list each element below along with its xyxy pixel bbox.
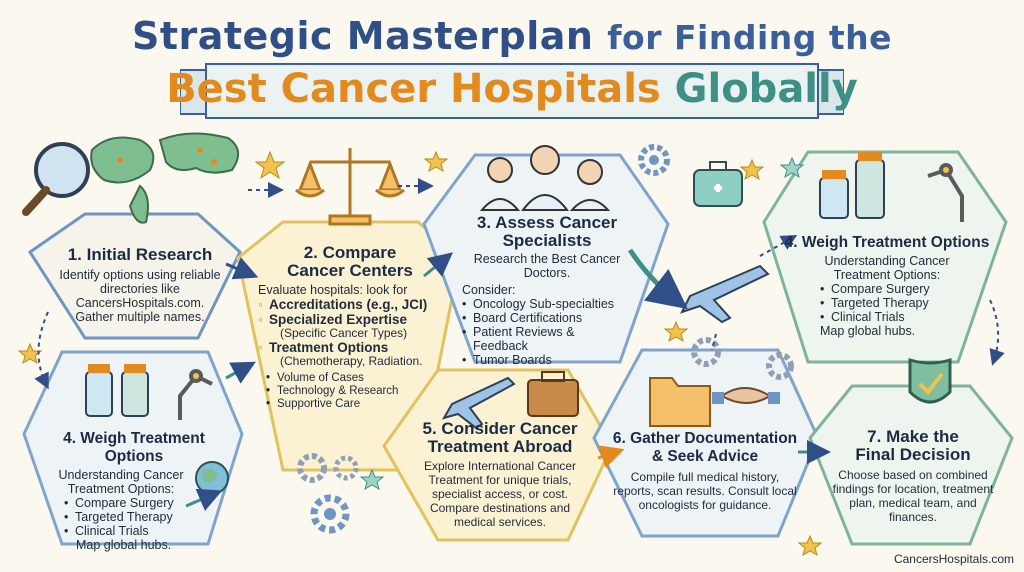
medical-kit-icon [693,161,743,207]
step-3-heading-1: 3. Assess Cancer [476,213,618,232]
gear-icon [638,144,670,176]
step-7-body: Choose based on combined findings for lo… [832,468,994,524]
shield-check-icon [908,357,952,404]
step-4-top-card: 4. Weigh Treatment Options Understanding… [784,234,990,338]
star-icon [17,150,823,557]
step-2-item-sub: (Chemotherapy, Radiation. [280,354,423,368]
step-2-item: Treatment Options (Chemotherapy, Radiati… [258,340,442,368]
footer-site-name: CancersHospitals.com [893,552,1014,566]
step-3-item: Tumor Boards [462,353,632,367]
step-6-heading-1: 6. Gather Documentation [612,430,798,447]
step-3-item: Board Certifications [462,311,632,325]
step-5-body: Explore International Cancer Treatment f… [423,459,577,529]
step-7-heading-1: 7. Make the [867,427,959,446]
step-2-minor-item: Volume of Cases [266,372,442,385]
step-4-bottom-item: Compare Surgery [64,496,232,510]
step-4-bottom-intro: Understanding Cancer Treatment Options: [58,468,184,496]
step-3-item: Patient Reviews & Feedback [462,325,632,353]
step-4-bottom-item: Clinical Trials [64,524,232,538]
step-2-minor-item: Supportive Care [266,398,442,411]
handshake-icon [712,387,780,404]
step-4-bottom-outro: Map global hubs. [76,538,172,552]
step-4-top-outro: Map global hubs. [820,324,916,338]
step-2-minor-item: Technology & Research [266,385,442,398]
scales-icon [295,148,405,226]
step-2-item-sub: (Specific Cancer Types) [280,326,408,340]
robot-arm-icon [178,369,213,420]
step-3-item: Oncology Sub-specialties [462,297,632,311]
title-banner [180,63,844,119]
step-4-top-heading: 4. Weigh Treatment Options [784,234,990,251]
step-2-item: Accreditations (e.g., JCI) [258,297,442,312]
step-7-card: 7. Make the Final Decision Choose based … [826,427,1000,525]
suitcase-icon [527,371,579,417]
step-4-top-item: Clinical Trials [820,310,990,324]
gear-icon [766,352,794,380]
title-strategic-masterplan: Strategic Masterplan [131,14,594,58]
hex-step-1 [27,212,242,340]
step-7-heading-2: Final Decision [855,445,971,464]
step-2-card: 2. Compare Cancer Centers Evaluate hospi… [258,243,442,412]
step-2-heading-2: Cancer Centers [287,261,413,280]
step-1-body: Identify options using reliable director… [59,268,221,324]
step-1-heading: 1. Initial Research [67,245,213,264]
star-icon [359,156,805,491]
step-2-heading-1: 2. Compare [303,243,397,262]
gear-icon [691,337,721,367]
step-3-heading-2: Specialists [502,231,592,250]
step-2-item: Specialized Expertise (Specific Cancer T… [258,312,442,340]
step-3-consider: Consider: [462,283,516,297]
step-5-card: 5. Consider Cancer Treatment Abroad Expl… [412,419,588,530]
step-2-list: Accreditations (e.g., JCI) Specialized E… [258,297,442,368]
step-3-list: Oncology Sub-specialties Board Certifica… [462,297,632,367]
step-6-body: Compile full medical history, reports, s… [613,470,797,512]
step-1-card: 1. Initial Research Identify options usi… [56,245,224,325]
vials-icon [85,364,149,417]
world-map-icon [90,132,239,224]
title-line-1: Strategic Masterplan for Finding the [0,14,1024,58]
gear-icon [333,455,359,481]
step-4-top-item: Targeted Therapy [820,296,990,310]
step-4-top-list: Compare Surgery Targeted Therapy Clinica… [820,282,990,324]
title-best-cancer-hospitals: Best Cancer Hospitals [166,66,661,112]
step-3-intro: Research the Best Cancer Doctors. [473,252,621,280]
step-4-bottom-list: Compare Surgery Targeted Therapy Clinica… [64,496,232,538]
title-globally: Globally [674,66,858,112]
title-for-finding: for Finding the [607,18,893,57]
step-6-card: 6. Gather Documentation & Seek Advice Co… [612,430,798,512]
airplane-icon [680,264,770,324]
folder-icon [649,377,711,427]
step-4-bottom-heading: 4. Weigh Treatment Options [63,430,205,465]
step-2-minor-list: Volume of Cases Technology & Research Su… [266,372,442,411]
step-3-card: 3. Assess Cancer Specialists Research th… [462,213,632,368]
step-4-top-item: Compare Surgery [820,282,990,296]
step-4-bottom-card: 4. Weigh Treatment Options Understanding… [36,430,232,552]
step-4-bottom-item: Targeted Therapy [64,510,232,524]
step-4-top-intro: Understanding Cancer Treatment Options: [824,254,950,282]
robot-arm-icon [927,163,964,222]
step-5-heading-2: Treatment Abroad [427,437,573,456]
doctors-icon [479,145,611,211]
step-2-intro: Evaluate hospitals: look for [258,283,408,297]
magnifier-icon [22,142,90,216]
step-6-heading-2: & Seek Advice [651,448,759,465]
step-5-heading-1: 5. Consider Cancer [422,419,578,438]
gear-icon [310,494,350,534]
gear-icon [297,453,327,483]
airplane-icon [441,376,516,430]
title-line-2: Best Cancer Hospitals Globally [0,66,1024,112]
hex-step-7 [808,384,1014,546]
vials-icon [819,152,885,219]
